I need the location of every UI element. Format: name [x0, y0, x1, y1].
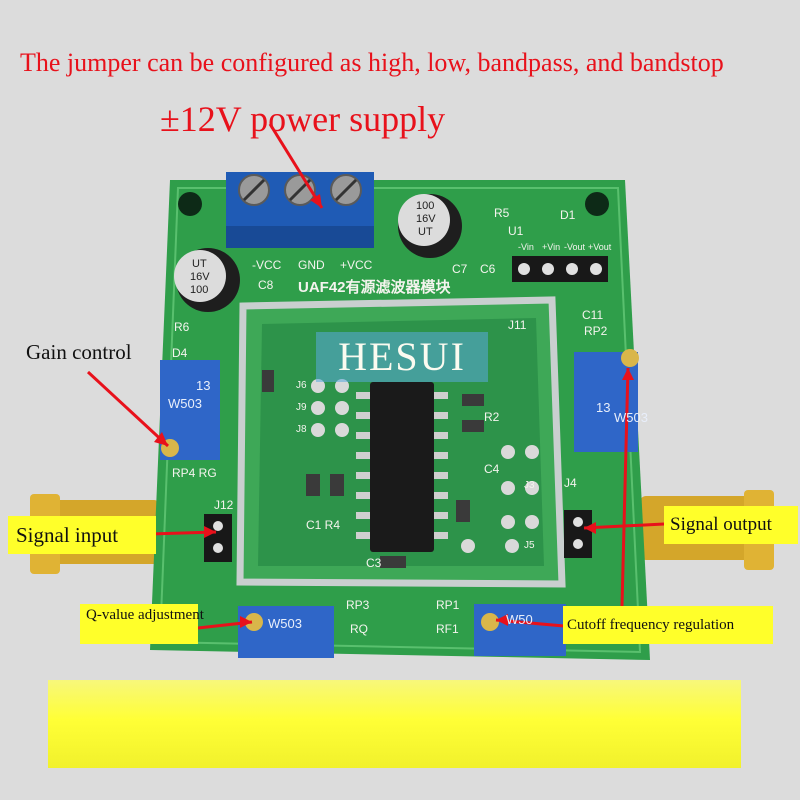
silk-r6: R6: [174, 320, 190, 334]
board-title: UAF42有源滤波器模块: [298, 279, 451, 296]
uaf42-chip: [356, 382, 448, 552]
cap-left-value: 100: [190, 284, 209, 296]
silk-vcc-pos: +VCC: [340, 258, 373, 272]
pot-bottom-right-code: W50: [506, 612, 533, 627]
silk-j11: J11: [508, 318, 527, 332]
silk-c4: C4: [484, 462, 500, 476]
silk-j9: J9: [296, 402, 307, 413]
silk-j12: J12: [214, 498, 234, 512]
silk-c11: C11: [582, 308, 604, 322]
power-supply-label: ±12V power supply: [160, 99, 446, 139]
silk-r5: R5: [494, 206, 510, 220]
cap-right-voltage: 16V: [416, 213, 436, 225]
silk-gnd: GND: [298, 258, 325, 272]
capacitor-right: [398, 194, 462, 258]
jumper-pads: [311, 379, 539, 553]
capacitor-left: [174, 248, 240, 312]
silk-c6: C6: [480, 262, 496, 276]
silk-rp2: RP2: [584, 324, 608, 338]
cap-right-brand: UT: [418, 226, 433, 238]
silk-j5: J5: [524, 540, 535, 551]
pot-bottom-left-code: W503: [268, 616, 302, 631]
silk-j3: J3: [524, 480, 535, 491]
silk-rp4-rg: RP4 RG: [172, 466, 217, 480]
silk-rp3: RP3: [346, 598, 370, 612]
silk-rf1: RF1: [436, 622, 459, 636]
silk-d4: D4: [172, 346, 188, 360]
silk-c7: C7: [452, 262, 468, 276]
gain-control-label: Gain control: [26, 340, 132, 364]
silk-c8: C8: [258, 278, 274, 292]
cutoff-trim-pot-bottom: [474, 604, 566, 656]
q-value-callout: Q-value adjustment: [80, 604, 204, 644]
pot-right-num: 13: [596, 400, 611, 415]
output-header-pins: [512, 256, 608, 282]
pin-vin-pos: +Vin: [542, 242, 561, 252]
jumper-config-banner: The jumper can be configured as high, lo…: [20, 48, 724, 77]
cap-left-voltage: 16V: [190, 271, 210, 283]
silk-rq: RQ: [350, 622, 368, 636]
silk-vcc-neg: -VCC: [252, 258, 282, 272]
cap-left-brand: UT: [192, 258, 207, 270]
silk-c3: C3: [366, 556, 382, 570]
gain-trim-pot: [160, 360, 220, 460]
smd-components: [262, 370, 484, 568]
pin-vout-neg: -Vout: [564, 242, 586, 252]
silk-u1: U1: [508, 224, 524, 238]
signal-output-callout: Signal output: [664, 506, 798, 544]
power-terminal-block: [226, 172, 374, 248]
signal-input-callout: Signal input: [8, 516, 156, 554]
pin-vout-pos: +Vout: [588, 242, 612, 252]
silk-r2: R2: [484, 410, 500, 424]
pot-left-code: W503: [168, 396, 202, 411]
q-trim-pot: [238, 606, 334, 658]
yellow-highlight-bar: [48, 680, 741, 768]
silk-j6: J6: [296, 380, 307, 391]
hesui-watermark: HESUI: [316, 332, 488, 382]
pin-vin-neg: -Vin: [518, 242, 534, 252]
silk-j8: J8: [296, 424, 307, 435]
silk-d1: D1: [560, 208, 576, 222]
io-header-pins: [204, 510, 592, 562]
silk-c1-r4: C1 R4: [306, 518, 341, 532]
pot-right-code: W503: [614, 410, 648, 425]
silk-j4: J4: [564, 476, 577, 490]
silk-rp1: RP1: [436, 598, 460, 612]
cutoff-frequency-callout: Cutoff frequency regulation: [563, 606, 773, 644]
annotation-arrows: [86, 123, 665, 630]
pot-left-num: 13: [196, 378, 211, 393]
cap-right-value: 100: [416, 200, 435, 212]
